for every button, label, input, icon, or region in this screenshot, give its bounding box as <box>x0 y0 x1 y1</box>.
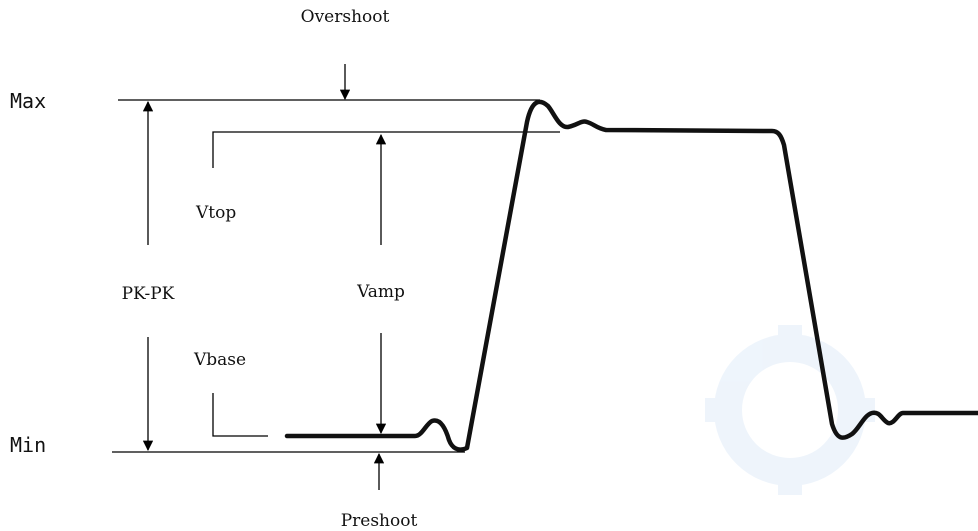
vtop-level-line <box>212 131 560 168</box>
min-label: Min <box>10 433 46 457</box>
watermark-gear-icon <box>705 325 875 495</box>
preshoot-label: Preshoot <box>341 511 418 531</box>
vamp-label: Vamp <box>356 282 405 302</box>
pkpk-label: PK-PK <box>122 284 175 304</box>
vtop-label: Vtop <box>195 203 236 223</box>
pulse-waveform <box>284 99 978 452</box>
max-label: Max <box>10 89 46 113</box>
overshoot-label: Overshoot <box>301 7 390 27</box>
vbase-label: Vbase <box>193 350 246 370</box>
vbase-level-line <box>212 393 268 437</box>
